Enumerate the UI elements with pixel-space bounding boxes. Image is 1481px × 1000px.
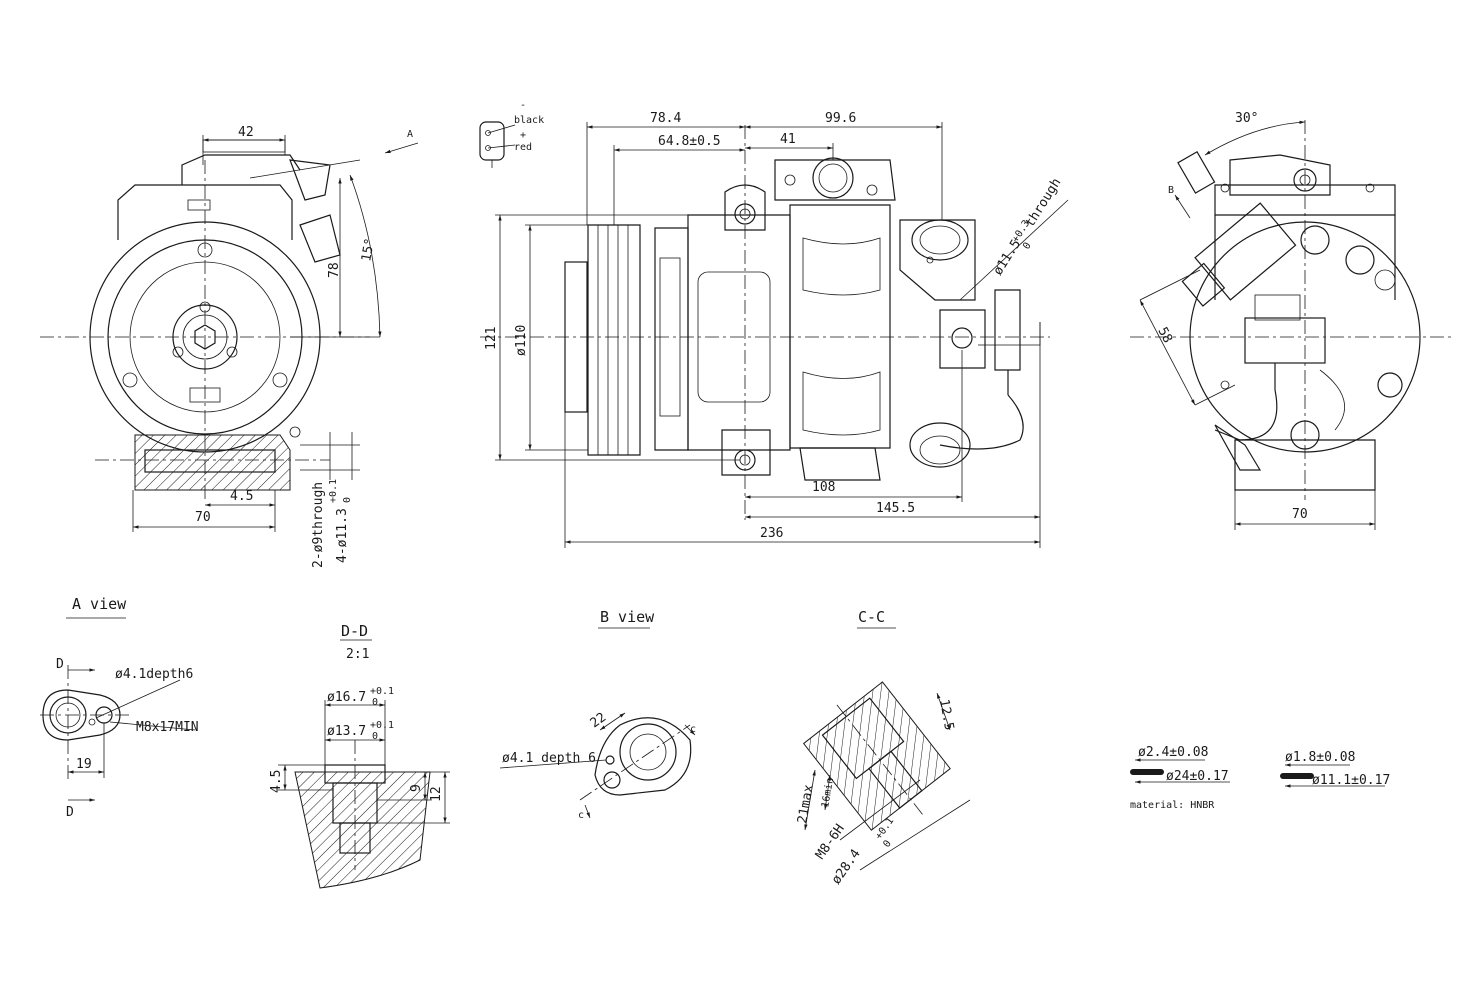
oring1-inner-diameter: ø24±0.17 (1166, 769, 1229, 784)
front-angle-15: 15° (359, 237, 378, 263)
front-dim-42: 42 (238, 125, 254, 140)
b-view-hole-note: ø4.1 depth 6 (502, 751, 596, 766)
side-dim-78-4: 78.4 (650, 111, 681, 126)
cc-dim-12-5: 12.5 (936, 698, 956, 731)
side-port-tol-lower: 0 (1021, 241, 1034, 252)
oring-material-note: material: HNBR (1130, 800, 1215, 811)
oring2-cross-section: ø1.8±0.08 (1285, 750, 1355, 765)
cc-dia: ø28.4 (829, 846, 864, 887)
b-view-title: B view (600, 608, 655, 626)
connector-minus-label: - (520, 100, 526, 111)
dd-dim-9: 9 (409, 784, 424, 792)
front-hole-note-2: 4-ø11.3 (335, 508, 350, 563)
a-view-dim-19: 19 (76, 757, 92, 772)
connector-icon (479, 121, 516, 168)
cc-thread: M8-6H (813, 822, 848, 863)
dd-dia-inner: ø13.7 (327, 724, 366, 739)
cc-section-title: C-C (858, 608, 885, 626)
cc-dia-tol-lower: 0 (881, 838, 893, 849)
side-dim-41: 41 (780, 132, 796, 147)
a-view-thread-note: M8x17MIN (136, 720, 199, 735)
b-view-drawing (499, 627, 696, 819)
front-hole-tol-lower: 0 (342, 497, 353, 503)
side-port-through: through (1023, 176, 1065, 230)
a-view-hole-note: ø4.1depth6 (115, 667, 193, 682)
front-hole-note-1: 2-ø9through (311, 482, 326, 568)
a-view-drawing (40, 617, 196, 802)
oring2-inner-diameter: ø11.1±0.17 (1312, 773, 1390, 788)
front-dim-4-5: 4.5 (230, 489, 253, 504)
dd-dia-outer-tol-lower: 0 (372, 697, 378, 708)
rear-view (1130, 120, 1455, 530)
connector-black-label: black (514, 115, 544, 126)
dd-dia-inner-tol-upper: +0.1 (370, 720, 394, 731)
front-dim-70: 70 (195, 510, 211, 525)
front-hole-tol-upper: +0.1 (328, 479, 339, 503)
dd-dia-inner-tol-lower: 0 (372, 731, 378, 742)
side-view (480, 122, 1069, 548)
a-view-section-d-top: D (56, 657, 64, 672)
cc-dim-21max: 21max (795, 783, 817, 824)
side-dim-110: ø110 (514, 325, 529, 356)
rear-angle-30: 30° (1235, 111, 1258, 126)
cc-dim-16min: 16min (820, 777, 836, 809)
side-dim-236: 236 (760, 526, 783, 541)
dd-dim-4-5: 4.5 (269, 770, 284, 793)
dd-dia-outer-tol-upper: +0.1 (370, 686, 394, 697)
side-dim-108: 108 (812, 480, 835, 495)
b-view-section-c-top: c (690, 724, 696, 735)
dd-dia-outer: ø16.7 (327, 690, 366, 705)
b-view-dim-22: 22 (588, 710, 609, 731)
view-arrow-a-label: A (407, 129, 413, 140)
front-view (40, 135, 419, 532)
dd-section-title: D-D (341, 622, 368, 640)
dd-dim-12: 12 (429, 786, 444, 802)
connector-red-label: red (514, 142, 532, 153)
connector-plus-label: + (520, 130, 526, 141)
a-view-section-d-bottom: D (66, 805, 74, 820)
front-dim-78: 78 (327, 262, 342, 278)
cc-section-drawing (802, 627, 971, 871)
dd-section-scale: 2:1 (346, 647, 369, 662)
side-dim-99-6: 99.6 (825, 111, 856, 126)
b-view-section-c-bottom: c (578, 810, 584, 821)
side-dim-145-5: 145.5 (876, 501, 915, 516)
view-arrow-b-label: B (1168, 185, 1174, 196)
side-dim-121: 121 (484, 327, 499, 350)
side-dim-64-8: 64.8±0.5 (658, 134, 721, 149)
rear-dim-70: 70 (1292, 507, 1308, 522)
oring1-cross-section: ø2.4±0.08 (1138, 745, 1208, 760)
dd-section-drawing (278, 639, 450, 889)
a-view-title: A view (72, 595, 127, 613)
o-rings-drawing (1130, 758, 1385, 788)
rear-dim-58: 58 (1154, 325, 1175, 346)
